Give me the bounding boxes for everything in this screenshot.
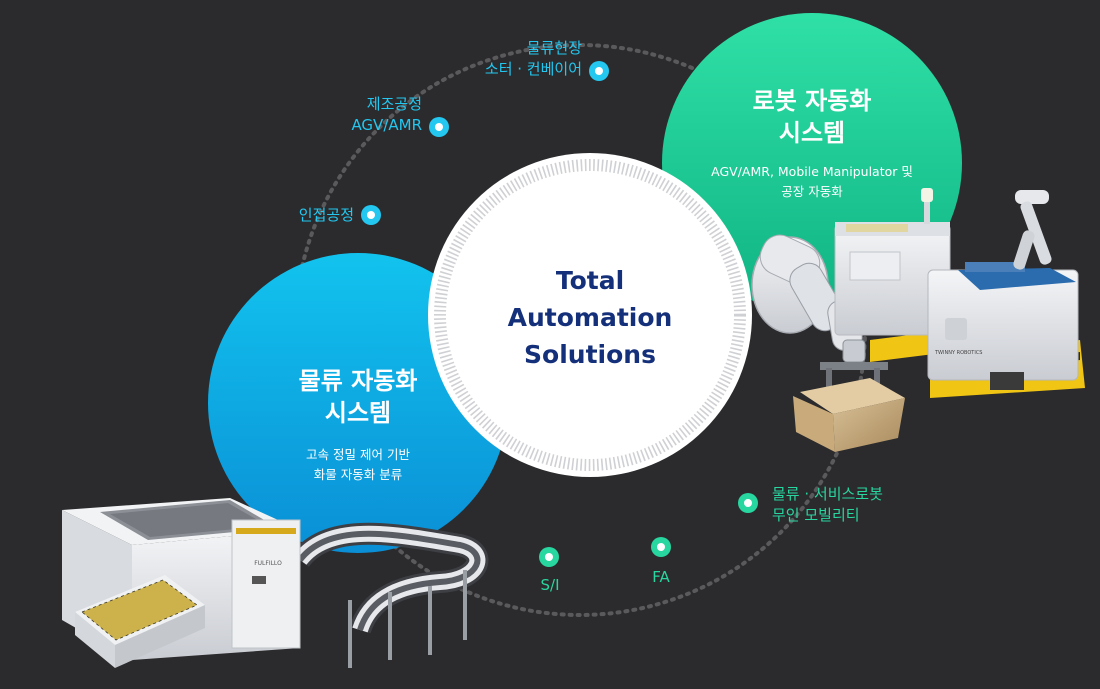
node-dot-fa xyxy=(651,537,671,557)
node-label-sorter: 물류현장 소터 · 컨베이어 xyxy=(440,38,582,80)
logistics-title-line-1: 물류 자동화 xyxy=(298,367,418,395)
robot-brand-label: TWINNY ROBOTICS xyxy=(935,350,983,356)
logistics-circle-subtitle: 고속 정밀 제어 기반 화물 자동화 분류 xyxy=(268,445,448,485)
node-label-fa: FA xyxy=(652,568,670,586)
center-line-3: Solutions xyxy=(524,340,656,369)
logistics-sub-line-2: 화물 자동화 분류 xyxy=(313,467,403,482)
conveyor-illustration xyxy=(291,522,489,668)
center-line-2: Automation xyxy=(507,303,673,332)
node-agv-line-1: 제조공정 xyxy=(366,95,422,113)
logistics-sub-line-1: 고속 정밀 제어 기반 xyxy=(306,447,410,462)
logistics-title-line-2: 시스템 xyxy=(324,399,392,427)
node-mobility-line-2: 무인 모빌리티 xyxy=(772,506,860,524)
robot-circle-title: 로봇 자동화 시스템 xyxy=(712,85,912,149)
node-agv-line-2: AGV/AMR xyxy=(351,116,422,134)
node-dot-mobility xyxy=(738,493,758,513)
node-dot-si xyxy=(539,547,559,567)
node-dot-adjacent xyxy=(361,205,381,225)
agv-robot-front xyxy=(927,190,1085,398)
robot-title-line-2: 시스템 xyxy=(778,119,846,147)
sorter-machine-illustration xyxy=(62,498,301,660)
node-label-adjacent: 인접공정 xyxy=(298,206,354,224)
robot-circle-subtitle: AGV/AMR, Mobile Manipulator 및 공장 자동화 xyxy=(682,162,942,202)
robot-sub-line-2: 공장 자동화 xyxy=(781,184,843,199)
robot-sub-line-1: AGV/AMR, Mobile Manipulator 및 xyxy=(711,164,913,179)
node-dot-sorter xyxy=(589,61,609,81)
node-sorter-line-1: 물류현장 xyxy=(526,39,582,57)
center-tick-ring xyxy=(434,159,746,471)
cardboard-box-illustration xyxy=(793,378,905,452)
parcel-tray-illustration xyxy=(75,575,205,668)
node-sorter-line-2: 소터 · 컨베이어 xyxy=(484,60,582,78)
node-label-si: S/I xyxy=(540,576,560,594)
center-title: Total Automation Solutions xyxy=(480,262,700,373)
node-dot-agv xyxy=(429,117,449,137)
node-label-agv: 제조공정 AGV/AMR xyxy=(300,94,422,136)
logistics-circle-title: 물류 자동화 시스템 xyxy=(258,365,458,429)
node-mobility-line-1: 물류 · 서비스로봇 xyxy=(772,485,883,503)
robot-title-line-1: 로봇 자동화 xyxy=(752,87,872,115)
sorter-brand-label: FULFILLO xyxy=(254,560,282,567)
node-label-mobility: 물류 · 서비스로봇 무인 모빌리티 xyxy=(772,484,972,526)
center-line-1: Total xyxy=(555,266,625,295)
